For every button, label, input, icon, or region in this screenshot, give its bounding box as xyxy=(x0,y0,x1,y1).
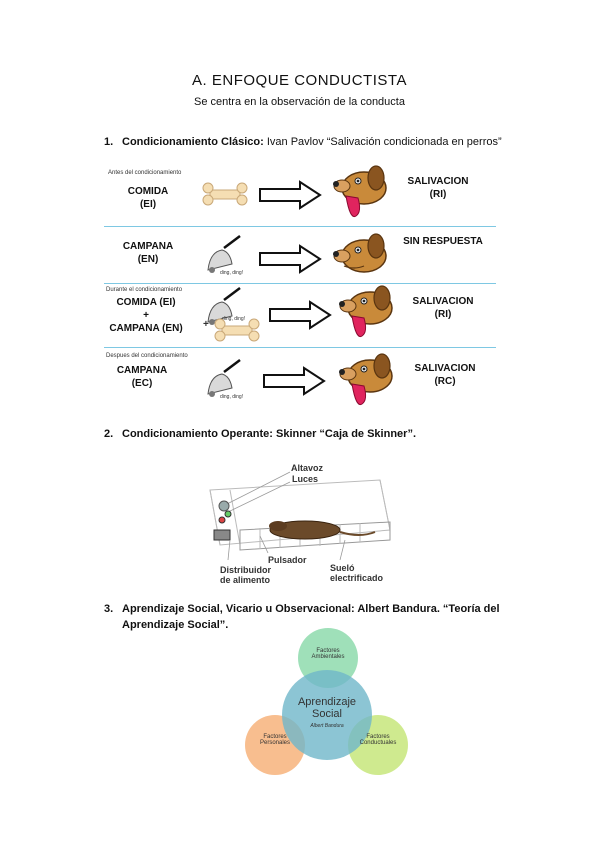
section-1-heading: 1. Condicionamiento Clásico: Ivan Pavlov … xyxy=(104,136,502,148)
section-2-number: 2. xyxy=(104,428,114,440)
bone-icon xyxy=(214,318,260,342)
section-3-title-line2: Aprendizaje Social”. xyxy=(122,619,229,631)
row-separator xyxy=(104,347,496,348)
arrow-icon xyxy=(263,366,326,396)
row-1-response: SALIVACION(RI) xyxy=(407,176,469,200)
section-1-title-bold: Condicionamiento Clásico: xyxy=(122,136,264,148)
section-2-heading: 2. Condicionamiento Operante: Skinner “Ca… xyxy=(104,428,416,440)
row-1-caption: Antes del condicionamiento xyxy=(108,170,182,176)
speaker-label: Altavoz xyxy=(291,463,324,473)
venn-circle-social-learning xyxy=(282,670,372,760)
salivating-dog-icon xyxy=(333,165,387,218)
plus-sign: + xyxy=(203,319,209,330)
bell-icon: ding, ding! xyxy=(207,359,243,400)
section-1-title-rest: Ivan Pavlov “Salivación condicionada en … xyxy=(263,136,502,148)
svg-text:ding, ding!: ding, ding! xyxy=(220,394,243,400)
lights-label: Luces xyxy=(292,474,319,484)
lever-label: Pulsador xyxy=(268,555,307,565)
section-1-number: 1. xyxy=(104,136,114,148)
salivating-dog-icon xyxy=(339,285,393,338)
row-4-caption: Despues del condicionamiento xyxy=(106,353,188,359)
venn-diagram xyxy=(245,628,408,775)
row-3-caption: Durante el condicionamiento xyxy=(106,287,183,293)
arrow-icon xyxy=(269,300,332,330)
row-2-stimulus-label: CAMPANA(EN) xyxy=(122,241,174,265)
bell-icon: ding, ding! xyxy=(207,235,243,276)
svg-text:ding, ding!: ding, ding! xyxy=(220,270,243,276)
skinner-box-illustration xyxy=(209,471,391,561)
arrow-icon xyxy=(259,180,322,210)
dog-icon xyxy=(333,233,387,273)
row-3-stimulus-label: COMIDA (EI)+CAMPANA (EN) xyxy=(109,297,183,334)
page-title: A. ENFOQUE CONDUCTISTA xyxy=(192,72,407,89)
svg-text:ding, ding!: ding, ding! xyxy=(222,316,245,322)
section-3-title-line1: Aprendizaje Social, Vicario u Observacio… xyxy=(122,603,500,615)
row-2-response: SIN RESPUESTA xyxy=(403,236,483,247)
row-4-response: SALIVACION(RC) xyxy=(414,363,476,387)
section-2-title: Condicionamiento Operante: Skinner “Caja… xyxy=(122,428,417,440)
row-1-stimulus-label: COMIDA(EI) xyxy=(127,186,169,210)
bone-icon xyxy=(202,182,248,206)
row-separator xyxy=(104,226,496,227)
salivating-dog-icon xyxy=(339,353,393,406)
bell-icon: ding, ding! xyxy=(207,287,245,325)
arrow-icon xyxy=(259,244,322,274)
row-separator xyxy=(104,283,496,284)
row-4-stimulus-label: CAMPANA(EC) xyxy=(116,365,168,389)
row-3-response: SALIVACION(RI) xyxy=(412,296,474,320)
section-3-heading: 3. Aprendizaje Social, Vicario u Observac… xyxy=(104,601,524,633)
page-subtitle: Se centra en la observación de la conduc… xyxy=(194,96,405,108)
section-3-number: 3. xyxy=(104,603,114,615)
